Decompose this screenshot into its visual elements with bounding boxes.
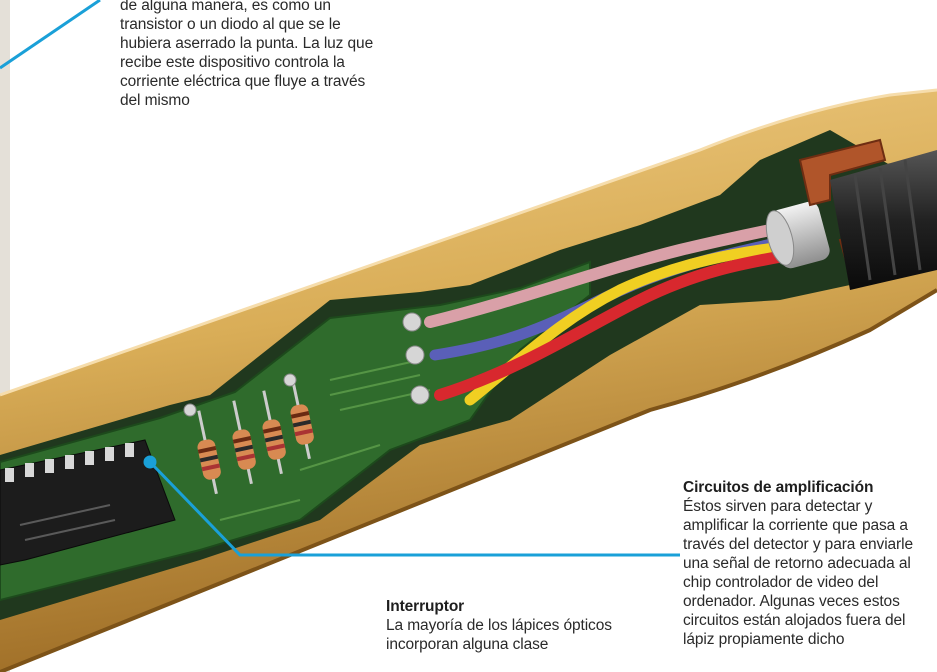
caption-detector: de alguna manera, es como un transistor …	[120, 0, 380, 110]
caption-switch-text: La mayoría de los lápices ópticos incorp…	[386, 616, 656, 654]
caption-switch: Interruptor La mayoría de los lápices óp…	[386, 597, 656, 654]
caption-detector-text: de alguna manera, es como un transistor …	[120, 0, 380, 110]
caption-amplification-text: Éstos sirven para detectar y amplificar …	[683, 497, 935, 649]
leader-line-detector	[0, 0, 100, 68]
caption-switch-title: Interruptor	[386, 597, 656, 616]
caption-amplification: Circuitos de amplificación Éstos sirven …	[683, 478, 935, 649]
caption-amplification-title: Circuitos de amplificación	[683, 478, 935, 497]
leader-dot	[145, 457, 155, 467]
